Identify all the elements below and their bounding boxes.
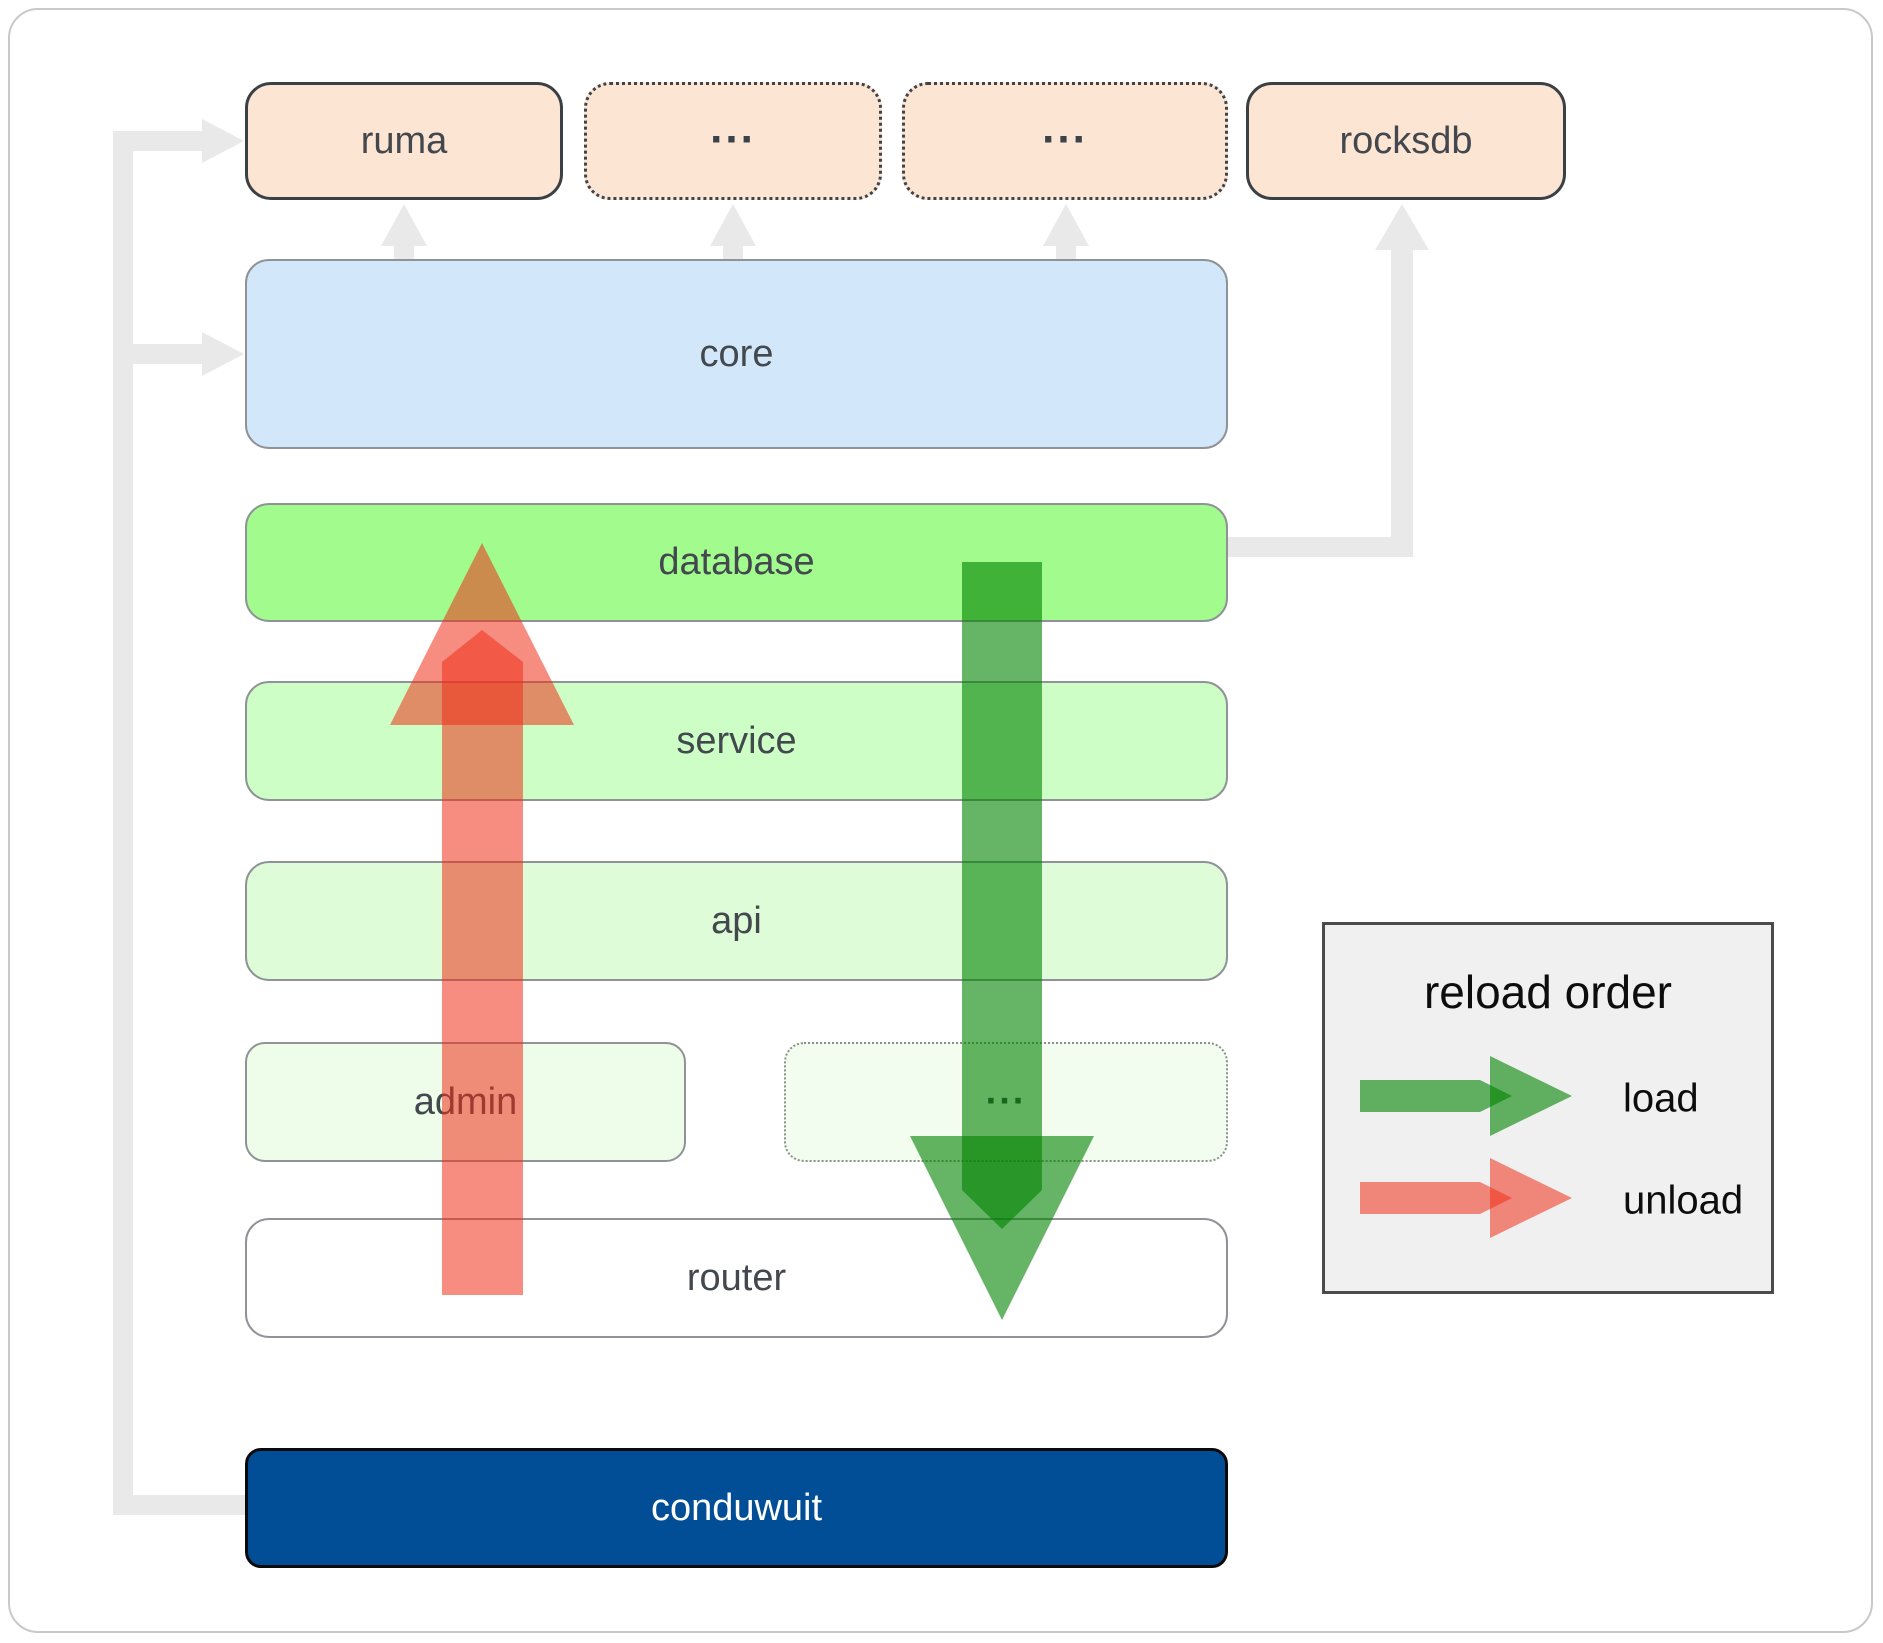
node-service: service (245, 681, 1228, 801)
node-router-label: router (686, 1256, 787, 1299)
node-ellipsis-top-2: ... (902, 82, 1228, 200)
node-database-label: database (658, 541, 815, 583)
node-rocksdb: rocksdb (1246, 82, 1566, 200)
outer-border (8, 8, 1873, 1633)
node-conduwuit: conduwuit (245, 1448, 1228, 1568)
node-ellipsis-top-2-label: ... (1042, 103, 1088, 153)
node-ellipsis-bottom-label: ... (985, 1069, 1027, 1112)
node-admin-label: admin (413, 1080, 518, 1123)
node-database: database (245, 503, 1228, 622)
legend-title: reload order (1423, 966, 1673, 1018)
legend-unload-label: unload (1623, 1178, 1744, 1223)
node-api: api (245, 861, 1228, 981)
node-ruma-label: ruma (360, 119, 448, 162)
node-core: core (245, 259, 1228, 449)
legend: reload order load unload (1322, 922, 1774, 1294)
node-rocksdb-label: rocksdb (1339, 119, 1473, 162)
node-conduwuit-label: conduwuit (650, 1486, 823, 1529)
node-router: router (245, 1218, 1228, 1338)
node-ellipsis-top-1-label: ... (710, 103, 756, 153)
node-api-label: api (711, 899, 762, 942)
node-ellipsis-bottom: ... (784, 1042, 1228, 1162)
node-admin: admin (245, 1042, 686, 1162)
node-core-label: core (699, 332, 774, 375)
node-ruma: ruma (245, 82, 563, 200)
legend-load-label: load (1623, 1076, 1699, 1121)
node-service-label: service (676, 719, 797, 762)
node-ellipsis-top-1: ... (584, 82, 882, 200)
